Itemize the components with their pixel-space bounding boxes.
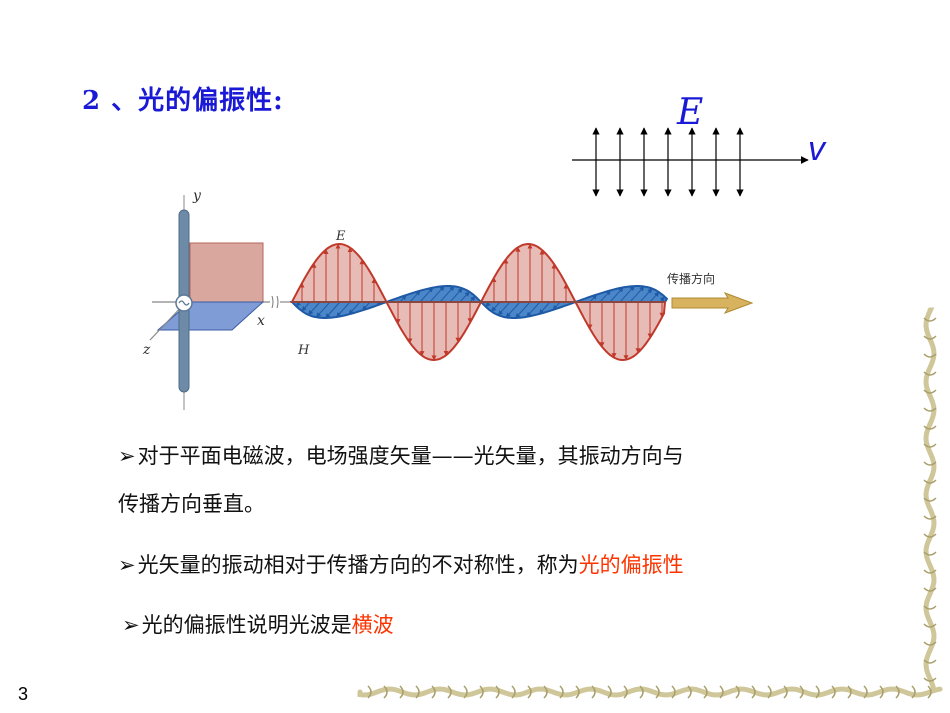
h-field-arrow xyxy=(315,301,331,318)
v-velocity-label: v xyxy=(808,130,827,168)
bullet-1-text: 对于平面电磁波，电场强度矢量——光矢量，其振动方向与 xyxy=(137,444,684,468)
h-field-arrow xyxy=(439,285,455,303)
rope-bottom xyxy=(357,686,943,698)
h-field-arrow xyxy=(491,301,501,312)
e-wave-label: E xyxy=(335,229,346,244)
page-number: 3 xyxy=(18,684,29,704)
h-field-arrow xyxy=(449,287,463,303)
propagation-arrow-icon xyxy=(671,292,754,314)
bullet-arrow-icon: ➢ xyxy=(118,553,136,577)
e-plane-rect xyxy=(189,242,264,303)
bullet-1-line-1: ➢对于平面电磁波，电场强度矢量——光矢量，其振动方向与 xyxy=(118,440,684,470)
h-field-arrow xyxy=(515,301,531,319)
slide-heading: 2 、光的偏振性: xyxy=(82,86,284,116)
bullet-1-line-2: 传播方向垂直。 xyxy=(118,488,265,518)
h-field-arrow xyxy=(619,285,635,303)
h-field-arrow xyxy=(599,290,611,303)
e-wave xyxy=(290,242,667,362)
axis-break-icon xyxy=(271,295,279,309)
h-field-arrow xyxy=(459,291,470,303)
h-field-arrow xyxy=(538,301,551,315)
decorative-rope-border xyxy=(357,307,943,699)
h-field-arrow xyxy=(301,301,311,312)
h-plane-parallelogram xyxy=(156,301,265,331)
bullet-1-text-continued: 传播方向垂直。 xyxy=(118,492,265,516)
e-vector-arrows xyxy=(592,127,744,197)
h-field-arrow xyxy=(639,288,653,303)
h-field-arrow xyxy=(419,287,434,303)
h-field-arrow xyxy=(589,294,598,303)
bullet-2: ➢光矢量的振动相对于传播方向的不对称性，称为光的偏振性 xyxy=(118,549,684,579)
h-field-arrow xyxy=(649,291,660,303)
x-axis-label: x xyxy=(257,313,265,329)
h-field-arrow xyxy=(526,301,541,318)
h-wave-label: H xyxy=(297,343,310,358)
h-field-arrow xyxy=(505,301,521,318)
bullet-arrow-icon: ➢ xyxy=(118,444,136,468)
h-field-arrow xyxy=(348,301,361,315)
h-field-arrow xyxy=(552,301,561,311)
bullet-3-text: 光的偏振性说明光波是 xyxy=(141,613,352,637)
bullet-3-highlight: 横波 xyxy=(351,613,394,637)
em-wave-figure: y x z E H 传播方向 xyxy=(142,188,754,410)
h-field-arrow xyxy=(308,301,321,316)
h-field-arrow xyxy=(609,287,624,303)
h-field-arrow xyxy=(325,301,341,319)
bullet-arrow-icon: ➢ xyxy=(122,613,140,637)
h-field-arrow xyxy=(399,294,407,303)
h-field-arrow xyxy=(362,301,371,311)
h-field-arrow xyxy=(336,301,351,318)
y-axis-label: y xyxy=(192,188,202,204)
bullet-3: ➢光的偏振性说明光波是横波 xyxy=(122,609,394,639)
h-field-arrow xyxy=(429,285,445,303)
h-field-arrow xyxy=(629,286,645,303)
h-field-arrow xyxy=(497,301,511,316)
propagation-direction-label: 传播方向 xyxy=(667,271,715,286)
bullet-2-highlight: 光的偏振性 xyxy=(578,553,684,577)
e-vector-label: E xyxy=(676,92,703,133)
polarization-vector-diagram: E v xyxy=(572,92,827,197)
bullet-2-text: 光矢量的振动相对于传播方向的不对称性，称为 xyxy=(137,553,579,577)
z-axis-label: z xyxy=(142,342,151,358)
h-field-arrow xyxy=(409,290,421,303)
